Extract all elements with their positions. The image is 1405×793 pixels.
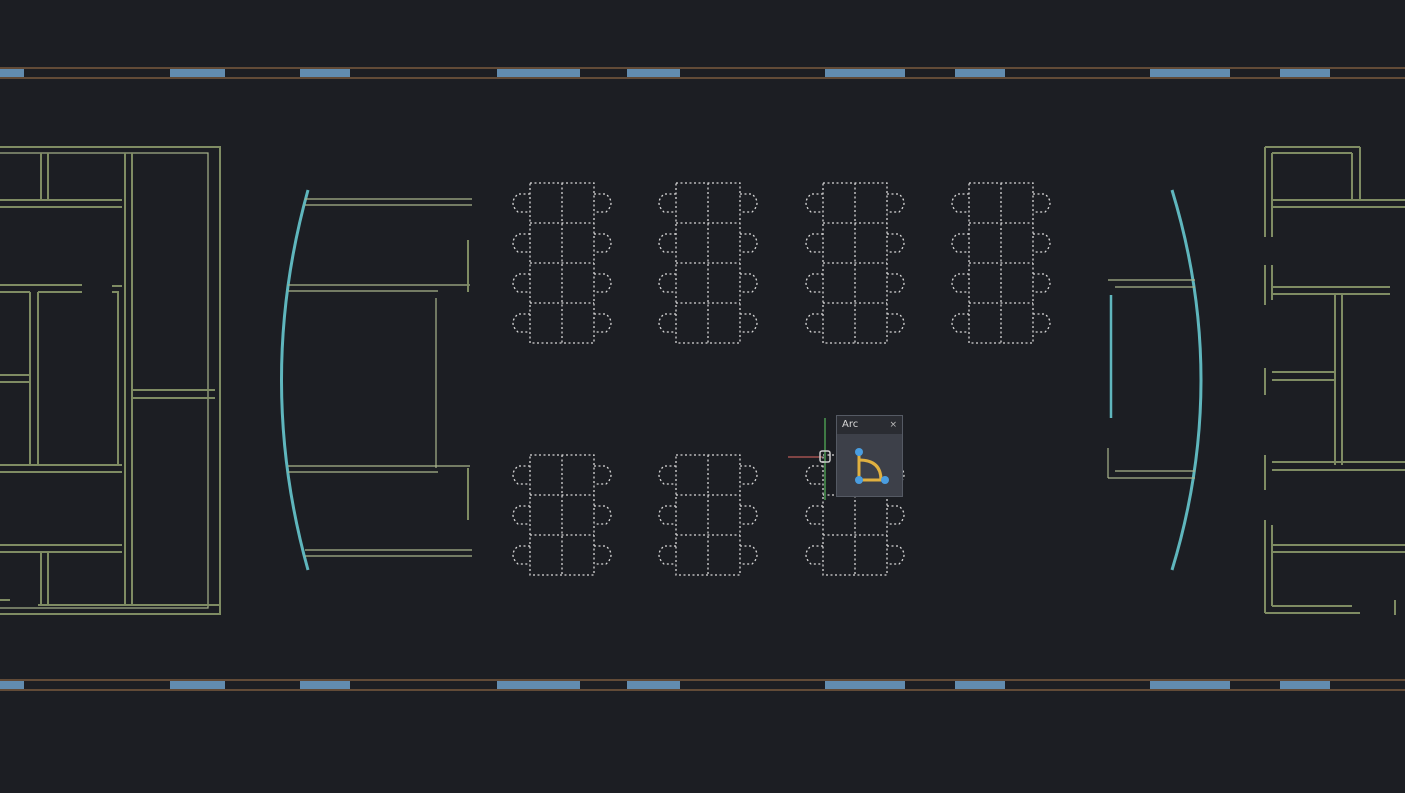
chair: [740, 273, 758, 293]
chair: [740, 233, 758, 253]
chair: [805, 193, 823, 213]
window: [497, 681, 580, 689]
chair: [1033, 233, 1051, 253]
chair: [658, 505, 676, 525]
chair: [887, 233, 905, 253]
chair: [740, 193, 758, 213]
desk-cluster: [658, 182, 758, 344]
chair: [594, 505, 612, 525]
chair: [805, 313, 823, 333]
chair: [1033, 313, 1051, 333]
chair: [740, 313, 758, 333]
chair: [740, 465, 758, 485]
chair: [740, 505, 758, 525]
chair: [1033, 193, 1051, 213]
window: [300, 681, 350, 689]
left-rooms: [0, 146, 221, 615]
chair: [512, 505, 530, 525]
desk-cluster: [512, 182, 612, 344]
desk-cluster: [951, 182, 1051, 344]
right-rooms: [1264, 146, 1405, 615]
chair: [805, 233, 823, 253]
window: [1150, 69, 1230, 77]
chair: [887, 313, 905, 333]
chair: [887, 273, 905, 293]
window: [170, 681, 225, 689]
chair: [594, 465, 612, 485]
window: [1150, 681, 1230, 689]
chair: [805, 505, 823, 525]
desk-clusters: [512, 182, 1051, 576]
chair: [512, 193, 530, 213]
chair: [594, 193, 612, 213]
window: [497, 69, 580, 77]
chair: [951, 273, 969, 293]
chair: [805, 545, 823, 565]
chair: [594, 545, 612, 565]
chair: [512, 465, 530, 485]
chair: [512, 273, 530, 293]
chair: [1033, 273, 1051, 293]
chair: [594, 233, 612, 253]
desk-cluster: [512, 454, 612, 576]
chair: [512, 233, 530, 253]
window: [1280, 681, 1330, 689]
chair: [887, 505, 905, 525]
chair: [658, 233, 676, 253]
tooltip-title-text: Arc: [842, 419, 859, 430]
chair: [512, 545, 530, 565]
window: [825, 69, 905, 77]
arc-tool-icon: [855, 448, 889, 484]
window: [0, 69, 24, 77]
chair: [951, 233, 969, 253]
chair: [951, 193, 969, 213]
chair: [805, 465, 823, 485]
chair: [594, 313, 612, 333]
desk-cluster: [658, 454, 758, 576]
chair: [658, 193, 676, 213]
window: [825, 681, 905, 689]
window: [627, 69, 680, 77]
chair: [887, 193, 905, 213]
chair: [658, 313, 676, 333]
left-meeting-room: [280, 189, 472, 571]
cursor-crosshair: [788, 418, 831, 500]
tooltip-title: Arc ×: [837, 416, 902, 434]
chair: [805, 273, 823, 293]
window: [955, 69, 1005, 77]
arc-tool-tooltip: Arc ×: [836, 415, 903, 497]
desk-cluster: [805, 182, 905, 344]
window: [627, 681, 680, 689]
window: [170, 69, 225, 77]
window: [1280, 69, 1330, 77]
chair: [594, 273, 612, 293]
window: [300, 69, 350, 77]
exterior-walls: [0, 67, 1405, 691]
chair: [887, 545, 905, 565]
window: [0, 681, 24, 689]
chair: [658, 545, 676, 565]
window: [955, 681, 1005, 689]
chair: [512, 313, 530, 333]
close-icon[interactable]: ×: [889, 420, 897, 430]
chair: [740, 545, 758, 565]
right-meeting-room: [1107, 189, 1203, 571]
chair: [658, 273, 676, 293]
chair: [951, 313, 969, 333]
chair: [658, 465, 676, 485]
